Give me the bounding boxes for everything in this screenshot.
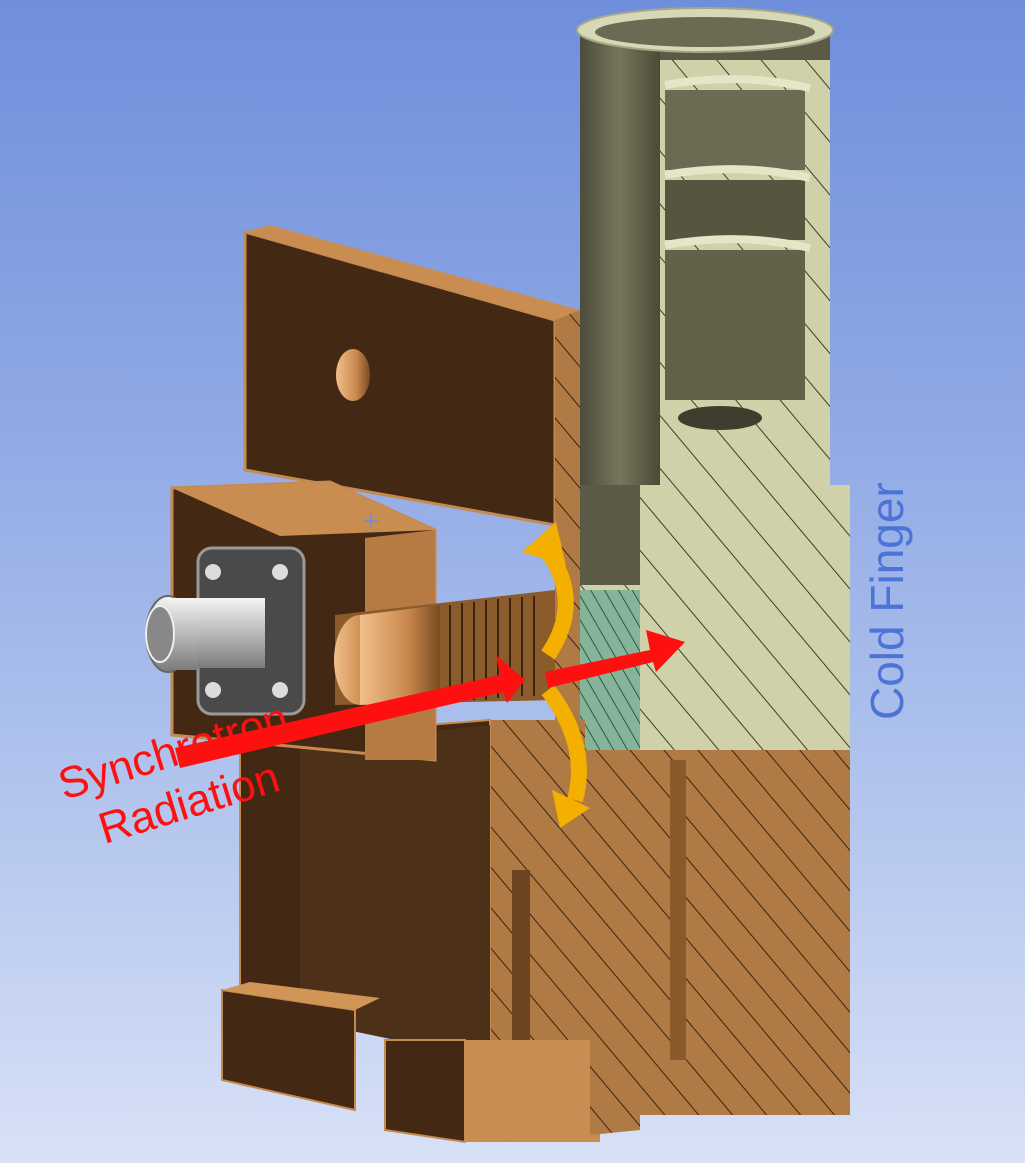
cold-finger [576, 7, 850, 755]
radiation-arrow-incoming [175, 655, 525, 768]
radiation-arrow-transmitted [545, 630, 685, 688]
cold-finger-label: Cold Finger [861, 482, 913, 720]
copper-back-plate [243, 225, 580, 760]
mounting-hole [336, 349, 370, 401]
copper-base [221, 718, 850, 1144]
heat-flow-arrows [522, 522, 590, 828]
sma-connector [145, 546, 306, 716]
origin-marker: + [362, 509, 380, 534]
heat-arrow-lower [541, 685, 587, 803]
radiation-arrows [175, 630, 685, 768]
